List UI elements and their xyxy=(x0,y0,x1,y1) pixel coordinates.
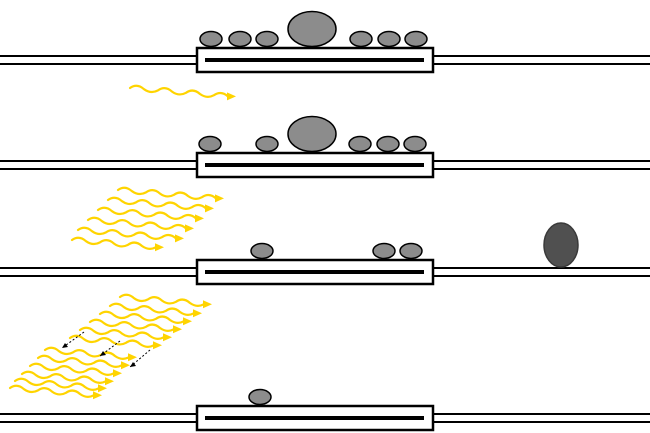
light-wave-arrowhead xyxy=(193,309,202,318)
dashed-arrowhead xyxy=(62,343,68,348)
light-wave-arrowhead xyxy=(183,317,192,326)
light-wave xyxy=(76,226,178,240)
small-oval xyxy=(376,135,400,153)
small-oval xyxy=(228,30,252,48)
small-oval xyxy=(404,30,428,48)
light-wave xyxy=(68,334,156,348)
light-wave-arrowhead xyxy=(113,369,122,378)
panel-2 xyxy=(0,84,650,179)
light-wave-arrowhead xyxy=(93,391,102,400)
light-wave-arrowhead xyxy=(227,92,236,101)
small-oval xyxy=(372,242,396,260)
light-wave xyxy=(36,354,124,368)
light-wave-arrowhead xyxy=(203,300,212,309)
light-wave-arrowhead xyxy=(175,234,184,243)
light-wave-arrowhead xyxy=(155,243,164,252)
light-wave xyxy=(43,346,131,360)
small-oval xyxy=(399,242,423,260)
dashed-arrowhead xyxy=(100,351,106,356)
light-wave-arrowhead xyxy=(105,377,114,386)
small-oval xyxy=(403,135,427,153)
light-wave-arrowhead xyxy=(98,384,107,393)
small-oval xyxy=(199,30,223,48)
small-oval xyxy=(377,30,401,48)
light-wave xyxy=(13,377,101,391)
dashed-arrow xyxy=(61,331,85,349)
light-wave-arrowhead xyxy=(205,204,214,213)
panels-layer xyxy=(0,10,650,432)
light-wave xyxy=(96,206,198,220)
panel-3 xyxy=(0,186,650,286)
light-wave-arrowhead xyxy=(185,224,194,233)
small-oval xyxy=(248,388,272,406)
light-wave-arrowhead xyxy=(153,341,162,350)
light-wave xyxy=(88,318,176,332)
light-wave xyxy=(28,362,116,376)
light-wave-arrowhead xyxy=(121,361,130,370)
small-oval xyxy=(250,242,274,260)
light-wave xyxy=(98,310,186,324)
small-oval xyxy=(255,30,279,48)
light-wave xyxy=(118,293,206,307)
light-wave xyxy=(116,186,218,200)
light-wave-arrowhead xyxy=(173,325,182,334)
light-wave xyxy=(108,302,196,316)
small-oval xyxy=(349,30,373,48)
large-oval xyxy=(287,115,337,153)
light-wave-arrowhead xyxy=(215,194,224,203)
small-oval xyxy=(255,135,279,153)
light-wave xyxy=(106,196,208,210)
light-wave xyxy=(20,370,108,384)
small-oval xyxy=(348,135,372,153)
light-wave-arrowhead xyxy=(195,214,204,223)
dashed-arrowhead xyxy=(130,362,136,367)
large-oval xyxy=(287,10,337,48)
light-wave xyxy=(86,216,188,230)
light-wave-arrowhead xyxy=(128,353,137,362)
light-wave xyxy=(8,384,96,398)
light-wave xyxy=(70,236,158,250)
panel-4 xyxy=(0,293,650,432)
detached-dark-oval xyxy=(543,222,579,268)
light-wave xyxy=(128,84,230,98)
small-oval xyxy=(198,135,222,153)
light-wave-arrowhead xyxy=(163,333,172,342)
panel-1 xyxy=(0,10,650,74)
light-wave xyxy=(78,326,166,340)
